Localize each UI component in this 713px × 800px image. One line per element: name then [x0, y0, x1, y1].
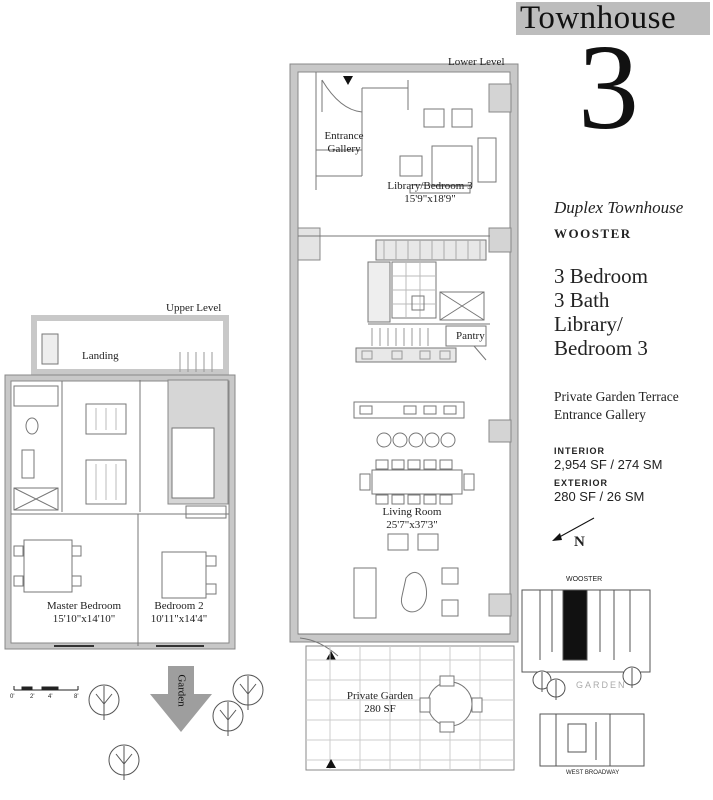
unit-summary: 3 Bedroom 3 Bath Library/ Bedroom 3	[554, 264, 648, 360]
entrance-gallery-label: Entrance Gallery	[320, 130, 368, 156]
bedroom-2-label: Bedroom 2 10'11"x14'4"	[144, 600, 214, 626]
garden-arrow	[150, 666, 212, 732]
master-bedroom-dimensions: 15'10"x14'10"	[52, 613, 116, 625]
living-room-name: Living Room	[382, 506, 442, 518]
scale-label: 8'	[74, 694, 79, 700]
garden-label: Private Garden 280 SF	[340, 690, 420, 716]
master-bedroom-name: Master Bedroom	[46, 600, 122, 612]
scale-bar	[13, 686, 79, 691]
upper-level-plan	[4, 315, 236, 650]
unit-number: 3	[578, 20, 639, 155]
unit-type: Duplex Townhouse	[554, 198, 684, 217]
scale-label: 2'	[30, 694, 35, 700]
bedroom-count: 3 Bedroom	[554, 264, 648, 288]
feature-list: Private Garden Terrace Entrance Gallery	[554, 388, 679, 424]
scale-label: 4'	[48, 694, 53, 700]
interior-value: 2,954 SF / 274 SM	[554, 457, 663, 472]
entrance-label-line1: Entrance	[324, 130, 364, 142]
north-arrow-icon	[552, 517, 595, 541]
upper-level-label: Upper Level	[166, 302, 222, 314]
scale-label: 0'	[10, 694, 15, 700]
landing-label: Landing	[82, 350, 119, 362]
garden-name: Private Garden	[346, 690, 414, 702]
feature-item: Entrance Gallery	[554, 407, 646, 422]
exterior-label: EXTERIOR	[554, 478, 609, 488]
master-bedroom-label: Master Bedroom 15'10"x14'10"	[36, 600, 132, 626]
feature-item: Private Garden Terrace	[554, 389, 679, 404]
garden-key-label: GARDEN	[576, 680, 627, 690]
library-dimensions: 15'9"x18'9"	[404, 193, 456, 205]
garden-arrow-label: Garden	[175, 674, 188, 707]
library-name: Library/Bedroom 3	[387, 180, 473, 192]
pantry-label: Pantry	[456, 330, 485, 342]
street-top-label: WOOSTER	[566, 576, 603, 583]
lower-level-label: Lower Level	[448, 56, 505, 68]
bath-count: 3 Bath	[554, 288, 610, 312]
page-title: Townhouse	[520, 0, 677, 36]
site-key-plan	[521, 589, 651, 767]
exterior-value: 280 SF / 26 SM	[554, 489, 645, 504]
living-room-label: Living Room 25'7"x37'3"	[372, 506, 452, 532]
street-bottom-label: WEST BROADWAY	[566, 770, 620, 776]
bedroom-2-name: Bedroom 2	[154, 600, 204, 612]
north-label: N	[574, 534, 585, 550]
library-label: Library/Bedroom 3 15'9"x18'9"	[370, 180, 490, 206]
tree-icons	[88, 674, 264, 780]
building-name: WOOSTER	[554, 226, 632, 241]
lower-level-plan	[289, 63, 519, 660]
title-background	[516, 2, 710, 35]
library-line-2: Bedroom 3	[554, 336, 648, 360]
area-block: INTERIOR 2,954 SF / 274 SM EXTERIOR 280 …	[554, 446, 662, 504]
entrance-label-line2: Gallery	[327, 143, 361, 155]
interior-label: INTERIOR	[554, 446, 606, 456]
living-room-dimensions: 25'7"x37'3"	[386, 519, 438, 531]
bedroom-2-dimensions: 10'11"x14'4"	[150, 613, 208, 625]
library-line-1: Library/	[554, 312, 623, 336]
garden-area: 280 SF	[364, 703, 396, 715]
private-garden	[305, 645, 515, 771]
